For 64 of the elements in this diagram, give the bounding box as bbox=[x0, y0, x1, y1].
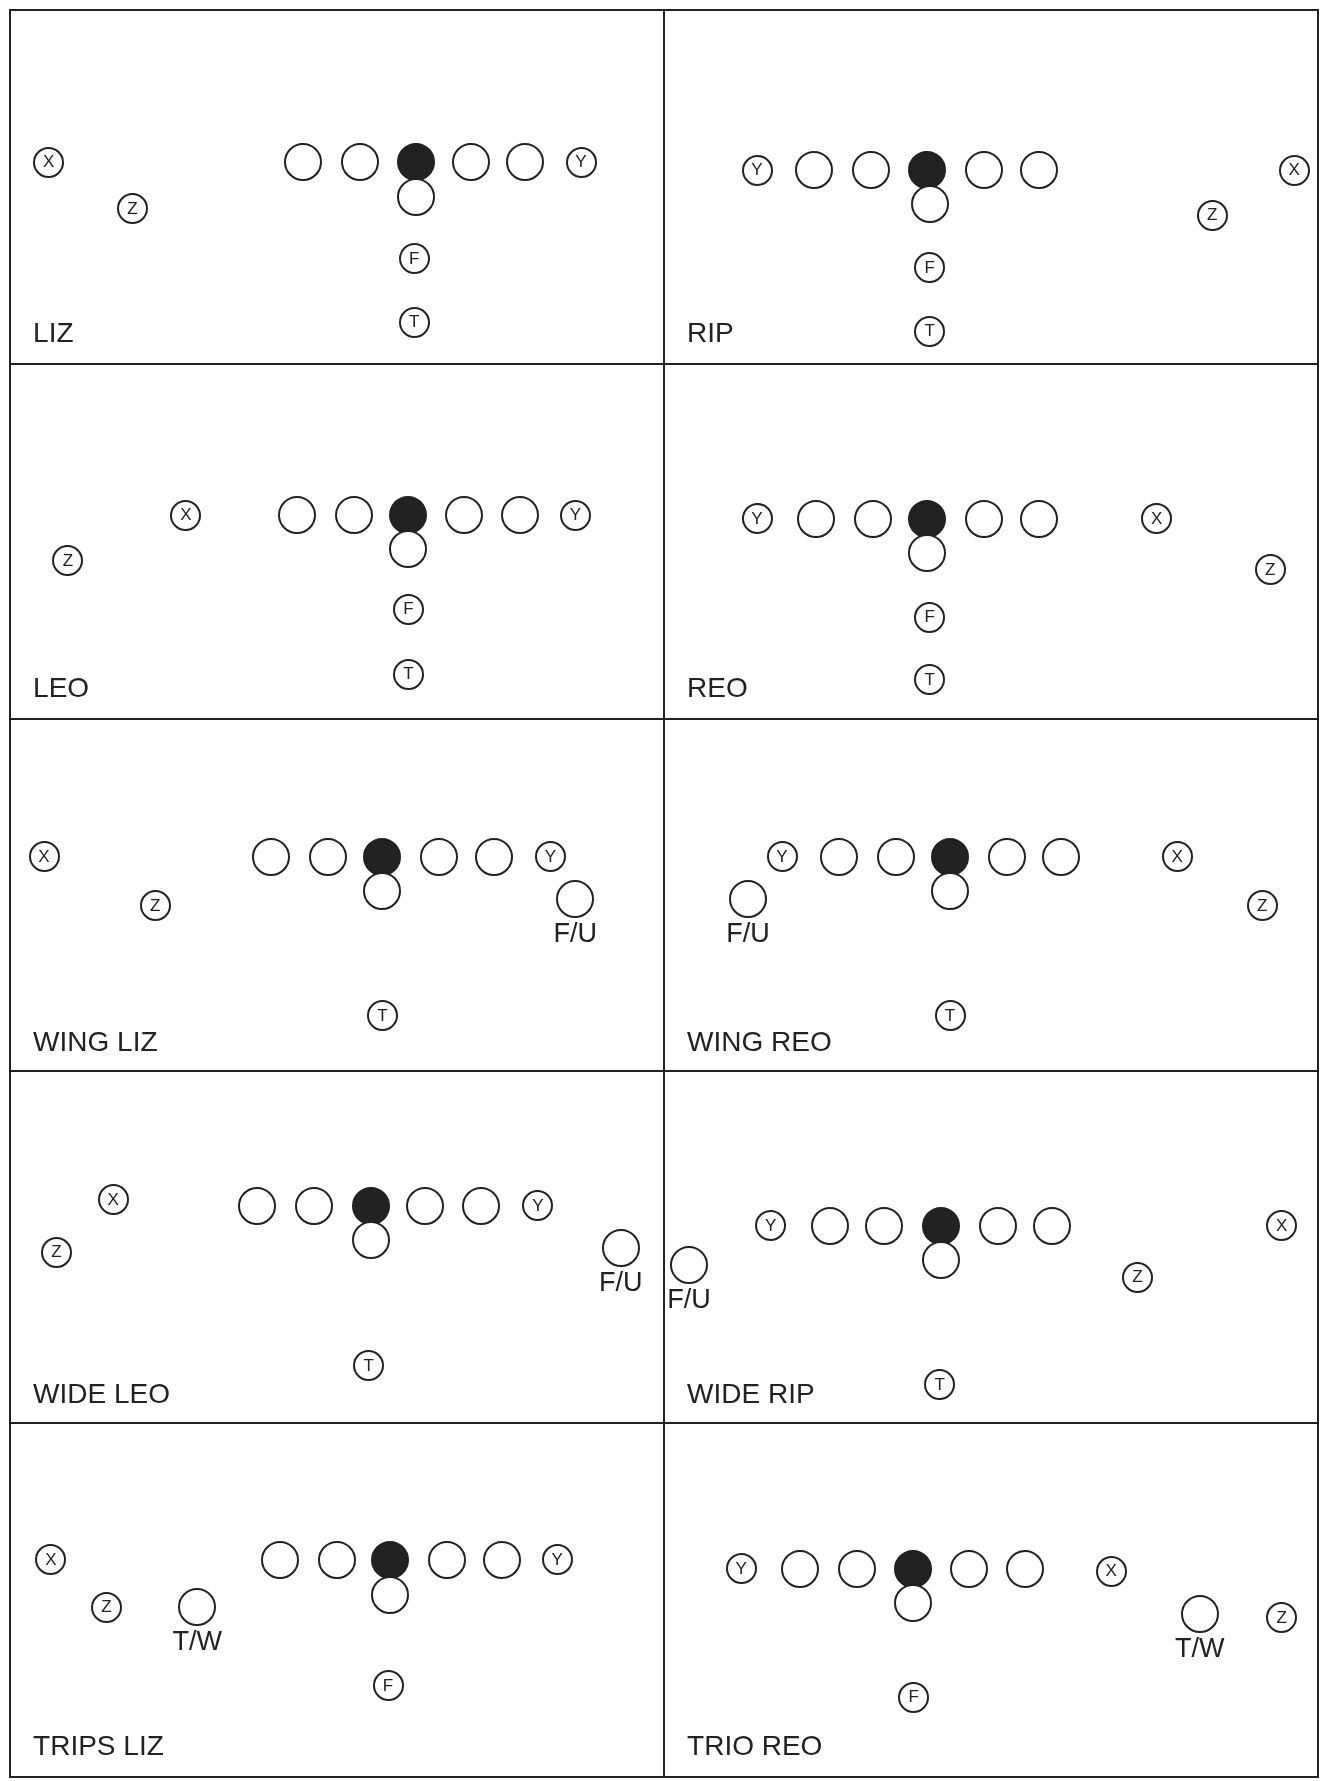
player-circle: Y bbox=[766, 841, 798, 873]
player-circle: T bbox=[366, 1000, 398, 1032]
player-circle: Y bbox=[725, 1553, 757, 1585]
formation-name: WING LIZ bbox=[33, 1025, 158, 1058]
player-circle: Y bbox=[741, 503, 773, 535]
player-circle: F bbox=[914, 601, 946, 633]
player-circle: Y bbox=[755, 1210, 787, 1242]
player-circle: X bbox=[1141, 503, 1173, 535]
formation-panel bbox=[9, 1421, 666, 1778]
formation-panel bbox=[663, 1421, 1320, 1778]
player-circle: T bbox=[914, 664, 946, 696]
player-circle: X bbox=[1161, 841, 1193, 873]
player-circle: Z bbox=[41, 1236, 72, 1268]
position-label: F/U bbox=[667, 1285, 711, 1313]
player-circle: Z bbox=[1266, 1602, 1298, 1634]
position-label: T/W bbox=[1175, 1635, 1225, 1663]
player-circle: Y bbox=[534, 841, 566, 873]
formation-name: WIDE RIP bbox=[687, 1377, 815, 1410]
formation-name: REO bbox=[687, 671, 748, 704]
player-circle: T bbox=[392, 658, 424, 690]
formation-panel bbox=[663, 9, 1320, 366]
player-circle: Y bbox=[741, 154, 773, 186]
player-circle: X bbox=[1266, 1210, 1298, 1242]
player-circle: Z bbox=[1121, 1261, 1153, 1293]
player-circle: T bbox=[914, 315, 946, 347]
player-circle: T bbox=[924, 1369, 956, 1401]
formation-name: WING REO bbox=[687, 1025, 832, 1058]
position-label: F/U bbox=[553, 919, 598, 947]
player-circle: Z bbox=[117, 193, 149, 225]
player-circle: Z bbox=[1196, 199, 1228, 231]
player-circle: Y bbox=[565, 146, 597, 178]
player-circle: Y bbox=[522, 1190, 554, 1221]
position-label: F/U bbox=[726, 919, 770, 947]
player-circle: Y bbox=[559, 499, 591, 531]
player-circle: Z bbox=[52, 545, 84, 577]
player-circle: Z bbox=[1254, 554, 1286, 586]
formation-name: TRIPS LIZ bbox=[33, 1729, 164, 1762]
formation-name: LIZ bbox=[33, 317, 74, 350]
player-circle: Z bbox=[139, 890, 171, 922]
player-circle: F bbox=[392, 593, 424, 625]
player-circle: T bbox=[398, 306, 430, 338]
formation-name: TRIO REO bbox=[687, 1729, 823, 1762]
player-circle: Z bbox=[1246, 890, 1278, 922]
player-circle: X bbox=[1278, 154, 1310, 186]
player-circle: F bbox=[372, 1670, 404, 1702]
player-circle: F bbox=[914, 252, 946, 284]
player-circle: F bbox=[898, 1681, 930, 1713]
player-circle: T bbox=[353, 1350, 385, 1382]
player-circle: T bbox=[934, 1000, 966, 1032]
formation-panel bbox=[9, 9, 666, 366]
player-circle: X bbox=[1095, 1555, 1127, 1587]
player-circle: X bbox=[35, 1544, 67, 1576]
player-circle: X bbox=[33, 146, 65, 178]
formation-name: LEO bbox=[33, 671, 90, 704]
position-label: T/W bbox=[172, 1628, 222, 1656]
player-circle: X bbox=[170, 499, 202, 531]
player-circle: X bbox=[28, 841, 60, 873]
formation-name: RIP bbox=[687, 317, 734, 350]
position-label: F/U bbox=[599, 1268, 643, 1296]
formation-name: WIDE LEO bbox=[33, 1377, 170, 1410]
player-circle: Y bbox=[541, 1544, 573, 1576]
player-circle: X bbox=[97, 1184, 129, 1216]
player-circle: Z bbox=[90, 1591, 122, 1623]
player-circle: F bbox=[398, 243, 430, 275]
